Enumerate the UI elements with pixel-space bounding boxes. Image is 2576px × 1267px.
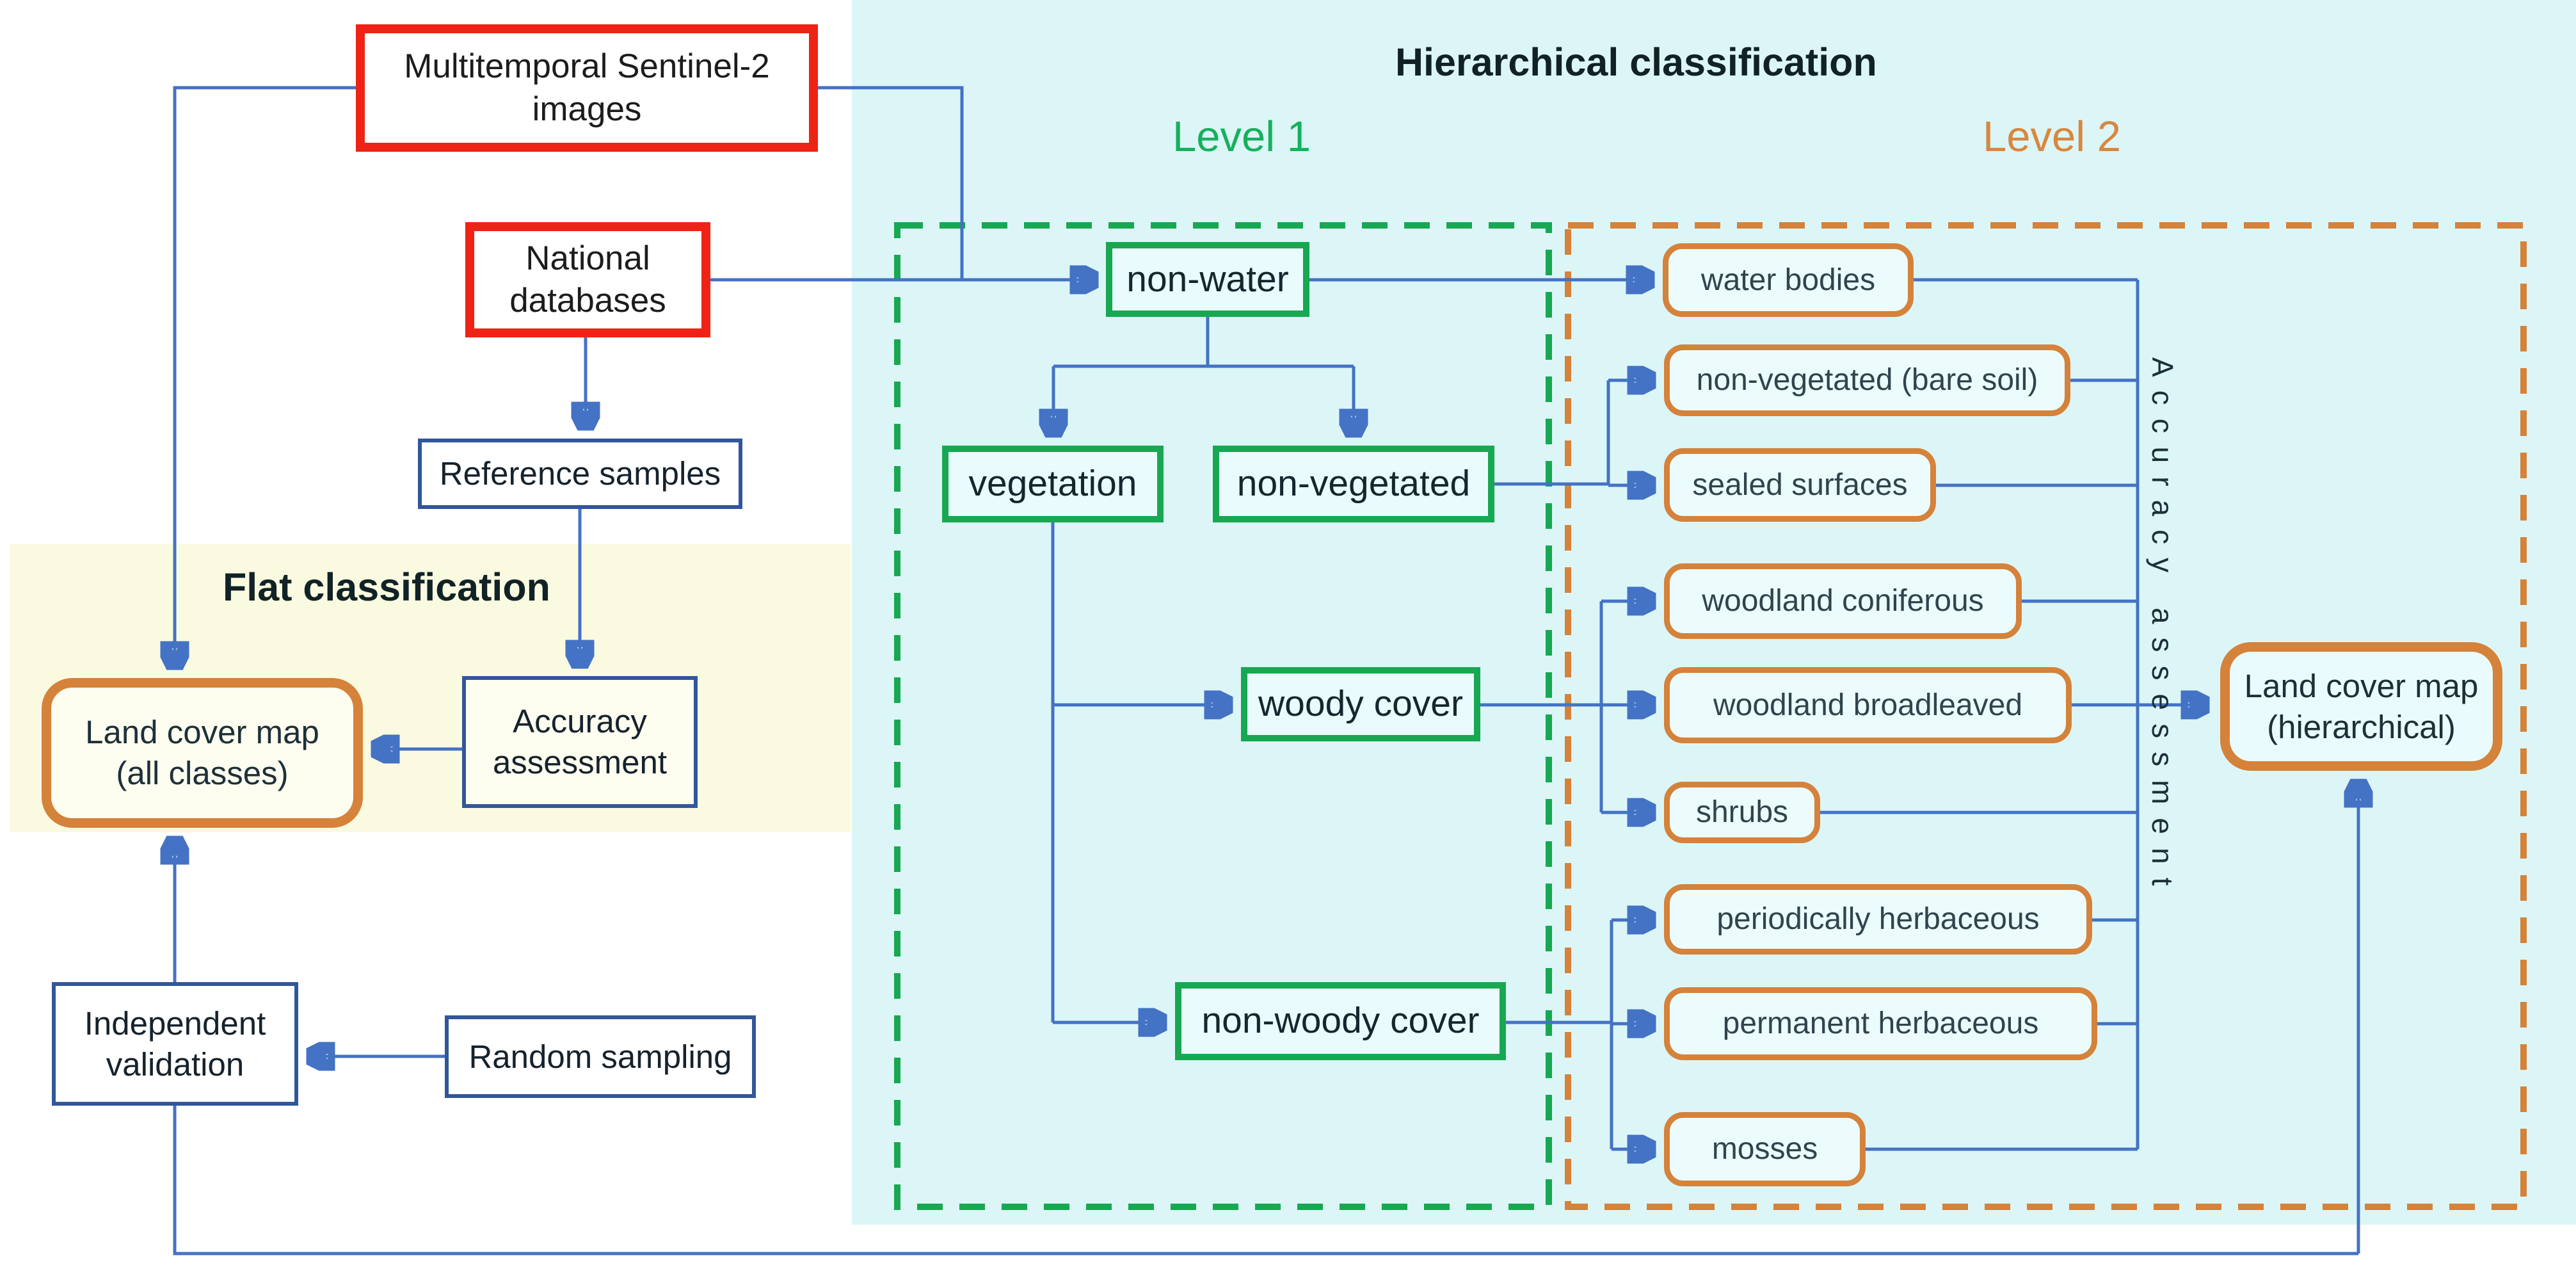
node-woody-cover: woody cover [1241, 667, 1480, 741]
wire-multitemporal-to-junction [818, 86, 964, 280]
node-woodland-coniferous: woodland coniferous [1664, 563, 2022, 639]
node-permanent-herbaceous: permanent herbaceous [1664, 987, 2097, 1060]
node-random-sampling: Random sampling [445, 1015, 756, 1098]
node-reference-samples: Reference samples [418, 439, 742, 509]
flat-title: Flat classification [223, 565, 550, 609]
node-vegetation: vegetation [942, 446, 1164, 522]
node-national-databases: National databases [465, 222, 710, 337]
wire-nonvegetated-splitter [1494, 380, 1610, 486]
node-land-cover-map-all: Land cover map (all classes) [42, 678, 363, 828]
hierarchical-title: Hierarchical classification [1395, 40, 1877, 84]
node-mosses: mosses [1664, 1112, 1866, 1186]
node-woodland-broadleaved: woodland broadleaved [1664, 667, 2072, 743]
wire-nonwater-splitter [1053, 317, 1354, 368]
node-accuracy-assessment-flat: Accuracy assessment [462, 676, 698, 808]
wire-nonwoody-splitter [1506, 920, 1613, 1149]
node-non-vegetated-bare-soil: non-vegetated (bare soil) [1664, 344, 2070, 416]
wire-bottom-route [173, 1106, 2358, 1255]
node-land-cover-map-hierarchical: Land cover map (hierarchical) [2220, 642, 2502, 771]
node-water-bodies: water bodies [1663, 243, 1914, 317]
level1-dashed-frame [894, 222, 1552, 1210]
wire-woody-splitter [1480, 601, 1603, 812]
node-non-vegetated: non-vegetated [1213, 446, 1494, 522]
level1-label: Level 1 [1172, 113, 1311, 161]
accuracy-assessment-vertical-label: Accuracy assessment [2146, 357, 2179, 900]
wire-level2-to-collector [1820, 278, 2138, 1151]
node-independent-validation: Independent validation [52, 982, 298, 1106]
node-non-woody-cover: non-woody cover [1175, 982, 1506, 1060]
node-sealed-surfaces: sealed surfaces [1664, 448, 1936, 522]
node-periodically-herbaceous: periodically herbaceous [1664, 884, 2092, 955]
level2-label: Level 2 [1983, 113, 2122, 161]
node-shrubs: shrubs [1664, 782, 1820, 843]
level2-dashed-frame [1565, 222, 2527, 1210]
node-multitemporal-sentinel2: Multitemporal Sentinel-2 images [356, 24, 818, 152]
node-non-water: non-water [1106, 242, 1309, 317]
arrow-multitemporal-to-landcover-all [175, 86, 356, 667]
